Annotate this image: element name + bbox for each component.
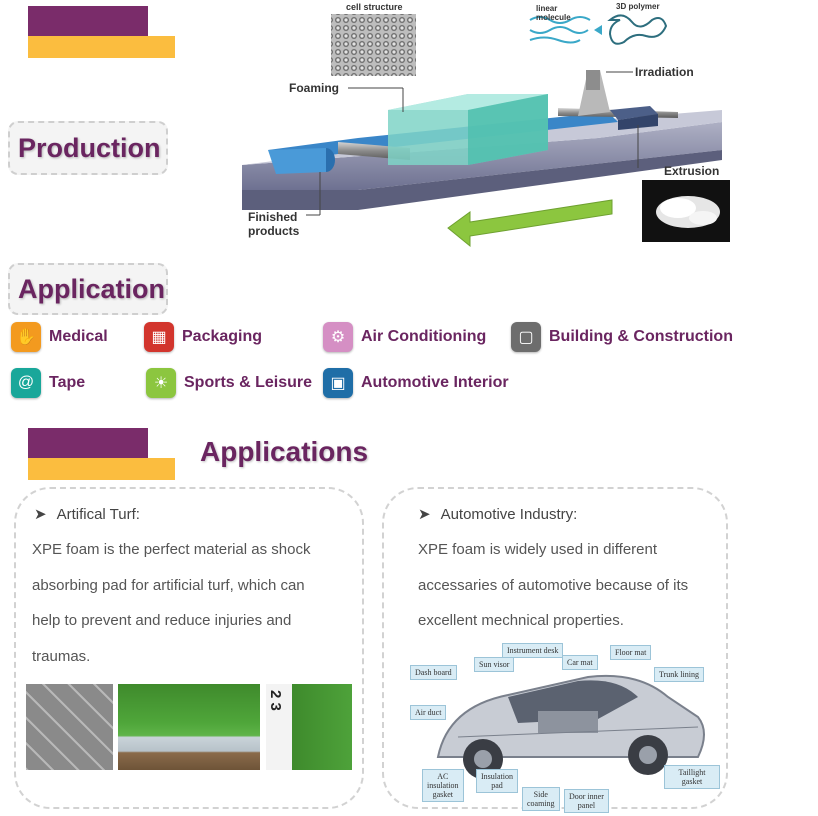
arrow-bullet-icon: ➤ (418, 506, 431, 523)
production-heading: Production (8, 121, 168, 175)
app-label-sports-leisure: Sports & Leisure (184, 374, 313, 391)
app-item-automotive-interior[interactable]: ▣ Automotive Interior (323, 368, 509, 398)
card-automotive-industry: ➤ Automotive Industry: XPE foam is widel… (382, 487, 728, 813)
mid-purple-bar (28, 428, 148, 458)
finished-products-label: Finished products (248, 210, 300, 238)
mid-yellow-bar (28, 458, 175, 480)
bulb-icon: ☀ (146, 368, 176, 398)
app-label-tape: Tape (49, 374, 86, 391)
extruder (610, 106, 658, 120)
linear-molecule-drawing (529, 16, 591, 44)
production-diagram: cell structure linear molecule 3D polyme… (238, 0, 738, 250)
car-label-trunk-lining: Trunk lining (654, 667, 704, 682)
cell-structure-image (331, 14, 416, 76)
app-item-building-construction[interactable]: ▢ Building & Construction (511, 322, 733, 352)
card-heading: Automotive Industry: (440, 505, 578, 523)
card-description: XPE foam is the perfect material as shoc… (32, 541, 311, 665)
app-label-automotive-interior: Automotive Interior (361, 374, 509, 391)
production-line-illustration (242, 14, 730, 248)
process-direction-arrow (447, 199, 613, 248)
car-label-dash-board: Dash board (410, 665, 457, 680)
car-label-ac-insulation: AC insulation gasket (422, 769, 464, 802)
card-heading-row: ➤ Automotive Industry: (418, 505, 578, 524)
app-item-air-conditioning[interactable]: ⚙ Air Conditioning (323, 322, 486, 352)
foam-texture-image (26, 684, 113, 770)
car-label-floor-mat: Floor mat (610, 645, 652, 660)
extrusion-label: Extrusion (664, 164, 720, 178)
car-diagram: Instrument desk Sun visor Car mat Floor … (398, 637, 720, 813)
gear-icon: ⚙ (323, 322, 353, 352)
laptop-icon: ▦ (144, 322, 174, 352)
app-label-packaging: Packaging (182, 328, 263, 345)
at-icon: @ (11, 368, 41, 398)
car-label-door-inner-panel: Door inner panel (564, 789, 609, 813)
polymer-3d-label: 3D polymer (616, 2, 660, 11)
application-heading-text: Application (18, 273, 165, 304)
production-heading-text: Production (18, 132, 161, 163)
car-label-car-mat: Car mat (562, 655, 598, 670)
hand-icon: ✋ (11, 322, 41, 352)
car-label-insulation-pad: Insulation pad (476, 769, 518, 793)
polymer-3d-drawing (607, 14, 668, 45)
application-heading: Application (8, 263, 168, 315)
car-label-side-coaming: Side coaming (522, 787, 560, 811)
turf-ruler-image: 2 3 (266, 684, 352, 770)
car-icon: ▣ (323, 368, 353, 398)
cell-structure-label: cell structure (346, 2, 403, 12)
card-heading-row: ➤ Artifical Turf: (34, 505, 140, 524)
box-icon: ▢ (511, 322, 541, 352)
app-label-medical: Medical (49, 328, 108, 345)
ruler-digits: 2 3 (267, 690, 284, 711)
irradiation-label: Irradiation (635, 65, 694, 79)
card-description: XPE foam is widely used in different acc… (418, 541, 689, 629)
applications-title: Applications (200, 436, 369, 467)
linear-molecule-label: linear molecule (536, 4, 571, 22)
app-item-packaging[interactable]: ▦ Packaging (144, 322, 262, 352)
app-label-building-construction: Building & Construction (549, 328, 733, 345)
car-illustration (436, 674, 705, 779)
car-label-taillight-gasket: Taillight gasket (664, 765, 720, 789)
app-item-medical[interactable]: ✋ Medical (11, 322, 108, 352)
car-label-sun-visor: Sun visor (474, 657, 515, 672)
card-artificial-turf: ➤ Artifical Turf: XPE foam is the perfec… (14, 487, 364, 809)
top-yellow-bar (28, 36, 175, 58)
turf-sample-image (118, 684, 260, 770)
card-heading: Artifical Turf: (56, 505, 140, 523)
app-label-air-conditioning: Air Conditioning (361, 328, 487, 345)
car-label-air-duct: Air duct (410, 705, 447, 720)
car-label-instrument-desk: Instrument desk (502, 643, 564, 658)
app-item-sports-leisure[interactable]: ☀ Sports & Leisure (146, 368, 312, 398)
top-purple-bar (28, 6, 148, 36)
arrow-bullet-icon: ➤ (34, 506, 47, 523)
foaming-label: Foaming (289, 81, 339, 95)
app-item-tape[interactable]: @ Tape (11, 368, 85, 398)
